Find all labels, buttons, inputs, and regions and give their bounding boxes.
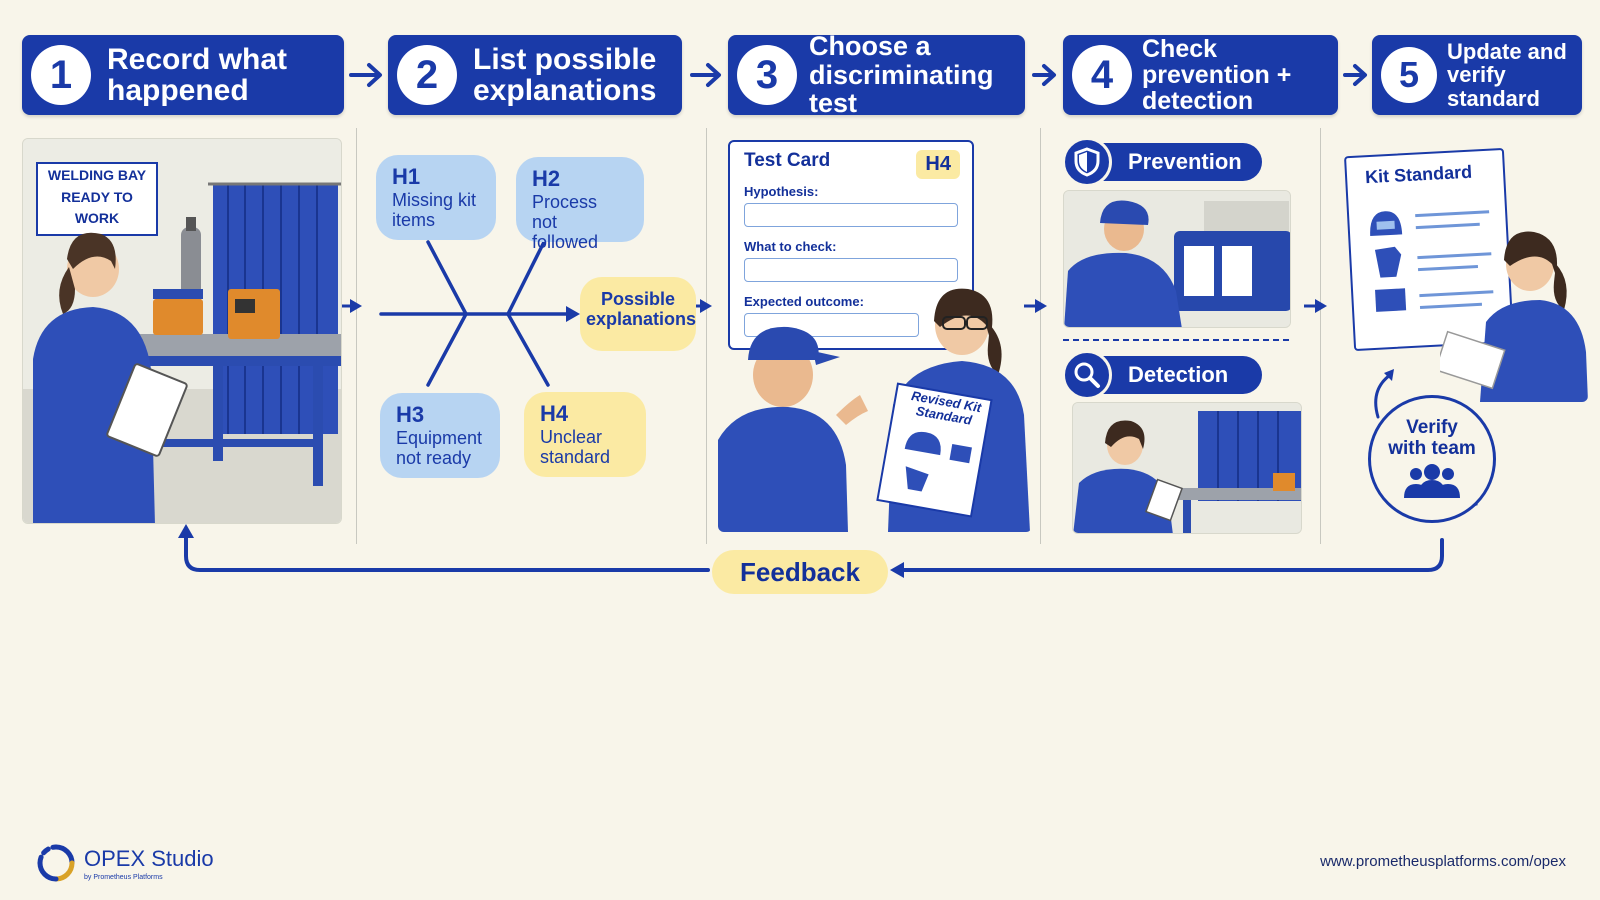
step-5-number: 5	[1381, 47, 1437, 103]
expected-outcome-label: Expected outcome:	[744, 294, 864, 309]
detection-label: Detection	[1128, 362, 1229, 387]
hypothesis-h1-id: H1	[392, 164, 421, 189]
step-2-number: 2	[397, 45, 457, 105]
engineer-art	[1440, 231, 1588, 402]
possible-explanations-text: Possible explanations	[586, 289, 697, 330]
arrow-right-icon	[1035, 299, 1047, 313]
step-4-number: 4	[1072, 45, 1132, 105]
verify-label: Verify with team	[1388, 417, 1476, 459]
sign-line-1: WELDING BAY	[47, 167, 147, 183]
engineer-writing-illustration	[1440, 212, 1588, 402]
test-card-tag: H4	[916, 150, 960, 179]
footer-url[interactable]: www.prometheusplatforms.com/opex	[1320, 853, 1566, 870]
arrow-right-icon	[700, 299, 712, 313]
hypothesis-h4: H4 Unclear standard	[524, 392, 646, 477]
helmet-icon	[904, 431, 941, 456]
hypothesis-h1-text: Missing kit items	[392, 189, 477, 230]
verify-with-team-circle: Verify with team	[1368, 395, 1496, 523]
kit-standard-sheet: Kit Standard	[1344, 147, 1514, 352]
hypothesis-label: Hypothesis:	[744, 184, 819, 199]
step-1-number: 1	[31, 45, 91, 105]
test-card-title: Test Card	[744, 150, 831, 171]
toolbox-icon	[1375, 288, 1407, 312]
feedback-label-pill: Feedback	[712, 550, 888, 594]
step-4-header: 4 Check prevention + detection	[1063, 35, 1338, 115]
dashed-separator	[1063, 339, 1293, 341]
possible-explanations-bubble: Possible explanations	[580, 277, 696, 351]
opex-logo-icon	[37, 844, 75, 882]
step-2-title: List possible explanations	[473, 42, 657, 107]
prevention-illustration	[1063, 190, 1291, 328]
hypothesis-h1: H1 Missing kit items	[376, 155, 496, 240]
what-to-check-label: What to check:	[744, 239, 837, 254]
discussion-art	[718, 288, 1030, 532]
brand-name: OPEX Studio	[84, 845, 214, 871]
arrow-right-icon	[1032, 64, 1056, 86]
team-icon	[1404, 463, 1460, 498]
hypothesis-h2-text: Process not followed	[532, 191, 599, 252]
step-5-title: Update and verify standard	[1447, 39, 1567, 111]
prevention-label: Prevention	[1128, 149, 1242, 174]
column-divider	[1040, 128, 1041, 544]
arrow-right-icon	[350, 299, 362, 313]
arrow-right-icon	[1315, 299, 1327, 313]
prevention-art	[1064, 191, 1290, 327]
step-5-header: 5 Update and verify standard	[1372, 35, 1582, 115]
column-divider	[1320, 128, 1321, 544]
step-1-title: Record what happened	[107, 42, 288, 107]
detection-art	[1073, 403, 1301, 533]
hypothesis-h3-text: Equipment not ready	[396, 427, 483, 468]
hypothesis-connector-lines	[379, 240, 580, 387]
step-1-header: 1 Record what happened	[22, 35, 344, 115]
hypothesis-h2-id: H2	[532, 166, 561, 191]
what-to-check-field	[744, 258, 958, 282]
sign-line-2: READY TO WORK	[61, 188, 133, 227]
arrow-right-icon	[349, 63, 382, 87]
detection-pill: Detection	[1062, 350, 1262, 400]
step-3-title: Choose a discriminating test	[809, 31, 994, 119]
welding-bay-illustration: WELDING BAY READY TO WORK	[22, 138, 342, 524]
prevention-pill: Prevention	[1062, 137, 1262, 187]
brand-subtitle: by Prometheus Platforms	[84, 873, 163, 881]
step-2-header: 2 List possible explanations	[388, 35, 682, 115]
column-divider	[706, 128, 707, 544]
magnifier-icon	[1062, 350, 1112, 400]
hypothesis-h2: H2 Process not followed	[516, 157, 644, 252]
arrow-right-icon	[690, 63, 721, 87]
step-3-header: 3 Choose a discriminating test	[728, 31, 1025, 119]
hypothesis-h4-id: H4	[540, 401, 569, 426]
hypothesis-h3-id: H3	[396, 402, 425, 427]
feedback-loop-arrow	[178, 524, 1444, 578]
test-card: Test Card H4 Hypothesis: What to check: …	[728, 140, 974, 350]
footer-brand: OPEX Studio by Prometheus Platforms	[36, 843, 214, 883]
hypothesis-h4-text: Unclear standard	[540, 426, 611, 467]
welding-sign-text: WELDING BAY READY TO WORK	[37, 165, 157, 230]
step-4-title: Check prevention + detection	[1142, 34, 1292, 116]
step-3-number: 3	[737, 45, 797, 105]
hypothesis-field	[744, 203, 958, 227]
feedback-label: Feedback	[740, 556, 860, 587]
kit-standard-items	[1370, 210, 1494, 312]
welding-scene-art	[23, 139, 341, 523]
arrow-right-icon	[1343, 64, 1367, 86]
gloves-icon	[905, 466, 929, 492]
column-divider	[356, 128, 357, 544]
shield-icon	[1062, 137, 1112, 187]
team-discussion-illustration: Revised Kit Standard	[718, 265, 1032, 532]
header-arrows	[349, 63, 1367, 87]
gloves-icon	[1374, 246, 1402, 278]
detection-illustration	[1072, 402, 1302, 534]
hypothesis-h3: H3 Equipment not ready	[380, 393, 500, 478]
